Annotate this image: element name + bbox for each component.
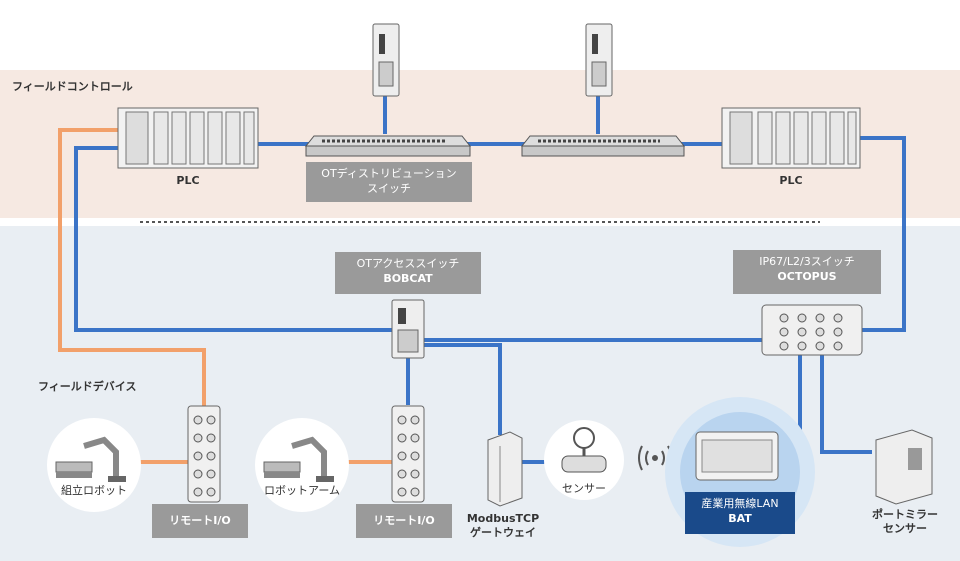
field-devices-label: フィールドデバイス	[38, 380, 137, 393]
field-control-label: フィールドコントロール	[12, 80, 133, 93]
ot-distribution-line1: OTディストリビューション	[321, 167, 457, 180]
remote-io-label-1: リモートI/O	[169, 514, 231, 527]
modbus-line1: ModbusTCP	[466, 512, 540, 525]
modbus-gateway-icon	[487, 431, 523, 507]
sensor-label: センサー	[562, 482, 606, 495]
ethernet-links	[74, 95, 906, 464]
plc-right	[721, 107, 861, 169]
ip67-switch-tag: IP67/L2/3スイッチ OCTOPUS	[733, 250, 881, 294]
port-mirror-line2: センサー	[883, 522, 927, 535]
remote-io-label-2: リモートI/O	[373, 514, 435, 527]
sensor-icon	[544, 420, 624, 500]
ot-access-line1: OTアクセススイッチ	[356, 257, 460, 270]
modbus-line2: ゲートウェイ	[470, 526, 536, 539]
modbus-gateway-label: ModbusTCP ゲートウェイ	[460, 512, 546, 540]
top-switch-right	[585, 23, 613, 97]
robot-arm-icon	[255, 418, 349, 512]
port-mirror-line1: ポートミラー	[872, 508, 938, 521]
bobcat-switch	[391, 299, 425, 359]
top-switch-left	[372, 23, 400, 97]
wireless-lan-tag: 産業用無線LAN BAT	[685, 492, 795, 534]
robot-arm-label: ロボットアーム	[263, 484, 340, 497]
wlan-line1: 産業用無線LAN	[701, 497, 779, 510]
distribution-switch-right	[520, 135, 686, 157]
wlan-line2: BAT	[728, 512, 752, 525]
ot-access-switch-tag: OTアクセススイッチ BOBCAT	[335, 252, 481, 294]
remote-io-module-2	[391, 405, 425, 503]
ot-distribution-line2: スイッチ	[367, 182, 411, 195]
octopus-switch	[761, 304, 863, 356]
remote-io-module-1	[187, 405, 221, 503]
ot-distribution-switch-tag: OTディストリビューション スイッチ	[306, 162, 472, 202]
plc-left-label: PLC	[176, 174, 200, 187]
distribution-switch-left	[304, 135, 472, 157]
plc-right-label: PLC	[779, 174, 803, 187]
remote-io-tag-2: リモートI/O	[356, 504, 452, 538]
plc-left	[117, 107, 259, 169]
assembly-robot-label: 組立ロボット	[61, 484, 127, 497]
ip67-line2: OCTOPUS	[777, 270, 837, 283]
ot-access-line2: BOBCAT	[383, 272, 433, 285]
assembly-robot-icon	[47, 418, 141, 512]
remote-io-tag-1: リモートI/O	[152, 504, 248, 538]
port-mirror-sensor-label: ポートミラー センサー	[862, 508, 948, 536]
ip67-line1: IP67/L2/3スイッチ	[759, 255, 855, 268]
port-mirror-sensor-icon	[875, 429, 933, 505]
